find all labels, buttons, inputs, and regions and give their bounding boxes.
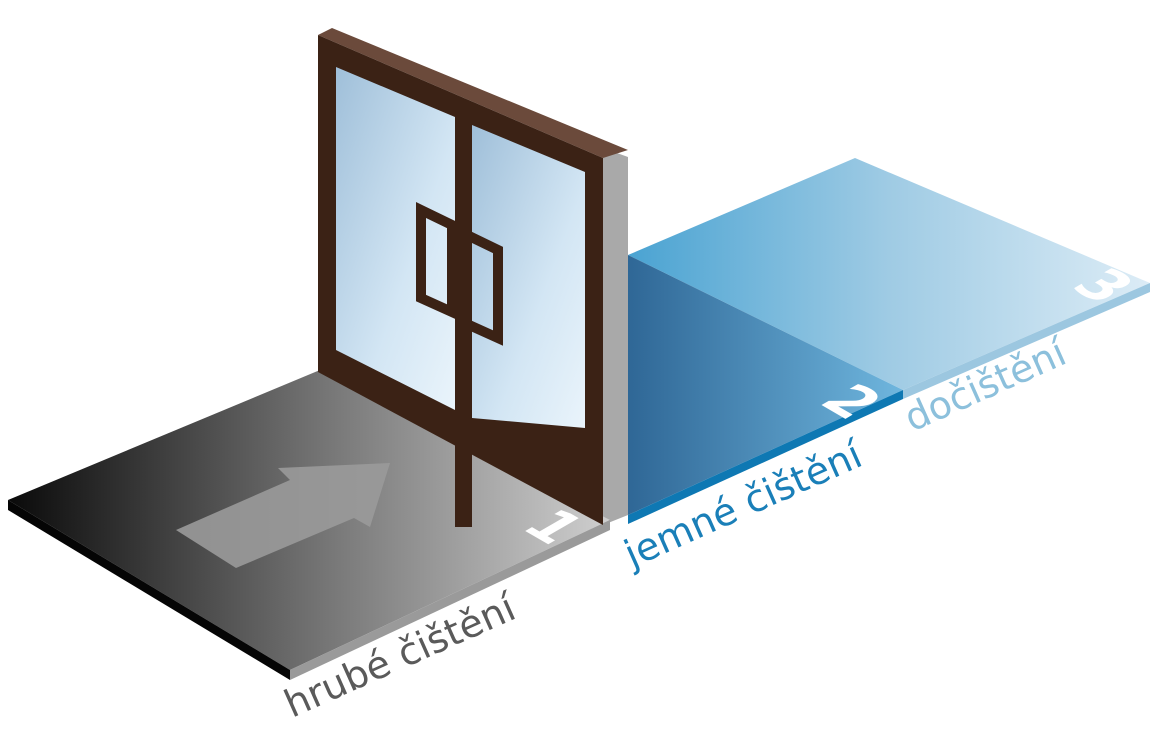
arrow-right-icon xyxy=(176,463,390,568)
door-glass-right xyxy=(472,125,585,428)
zone-3-mat xyxy=(628,158,1150,399)
door-handle-left xyxy=(416,202,457,320)
zone-2-mat xyxy=(628,255,903,524)
door-glass-left xyxy=(336,67,455,410)
door-side-edge xyxy=(603,148,628,525)
door xyxy=(318,28,628,527)
